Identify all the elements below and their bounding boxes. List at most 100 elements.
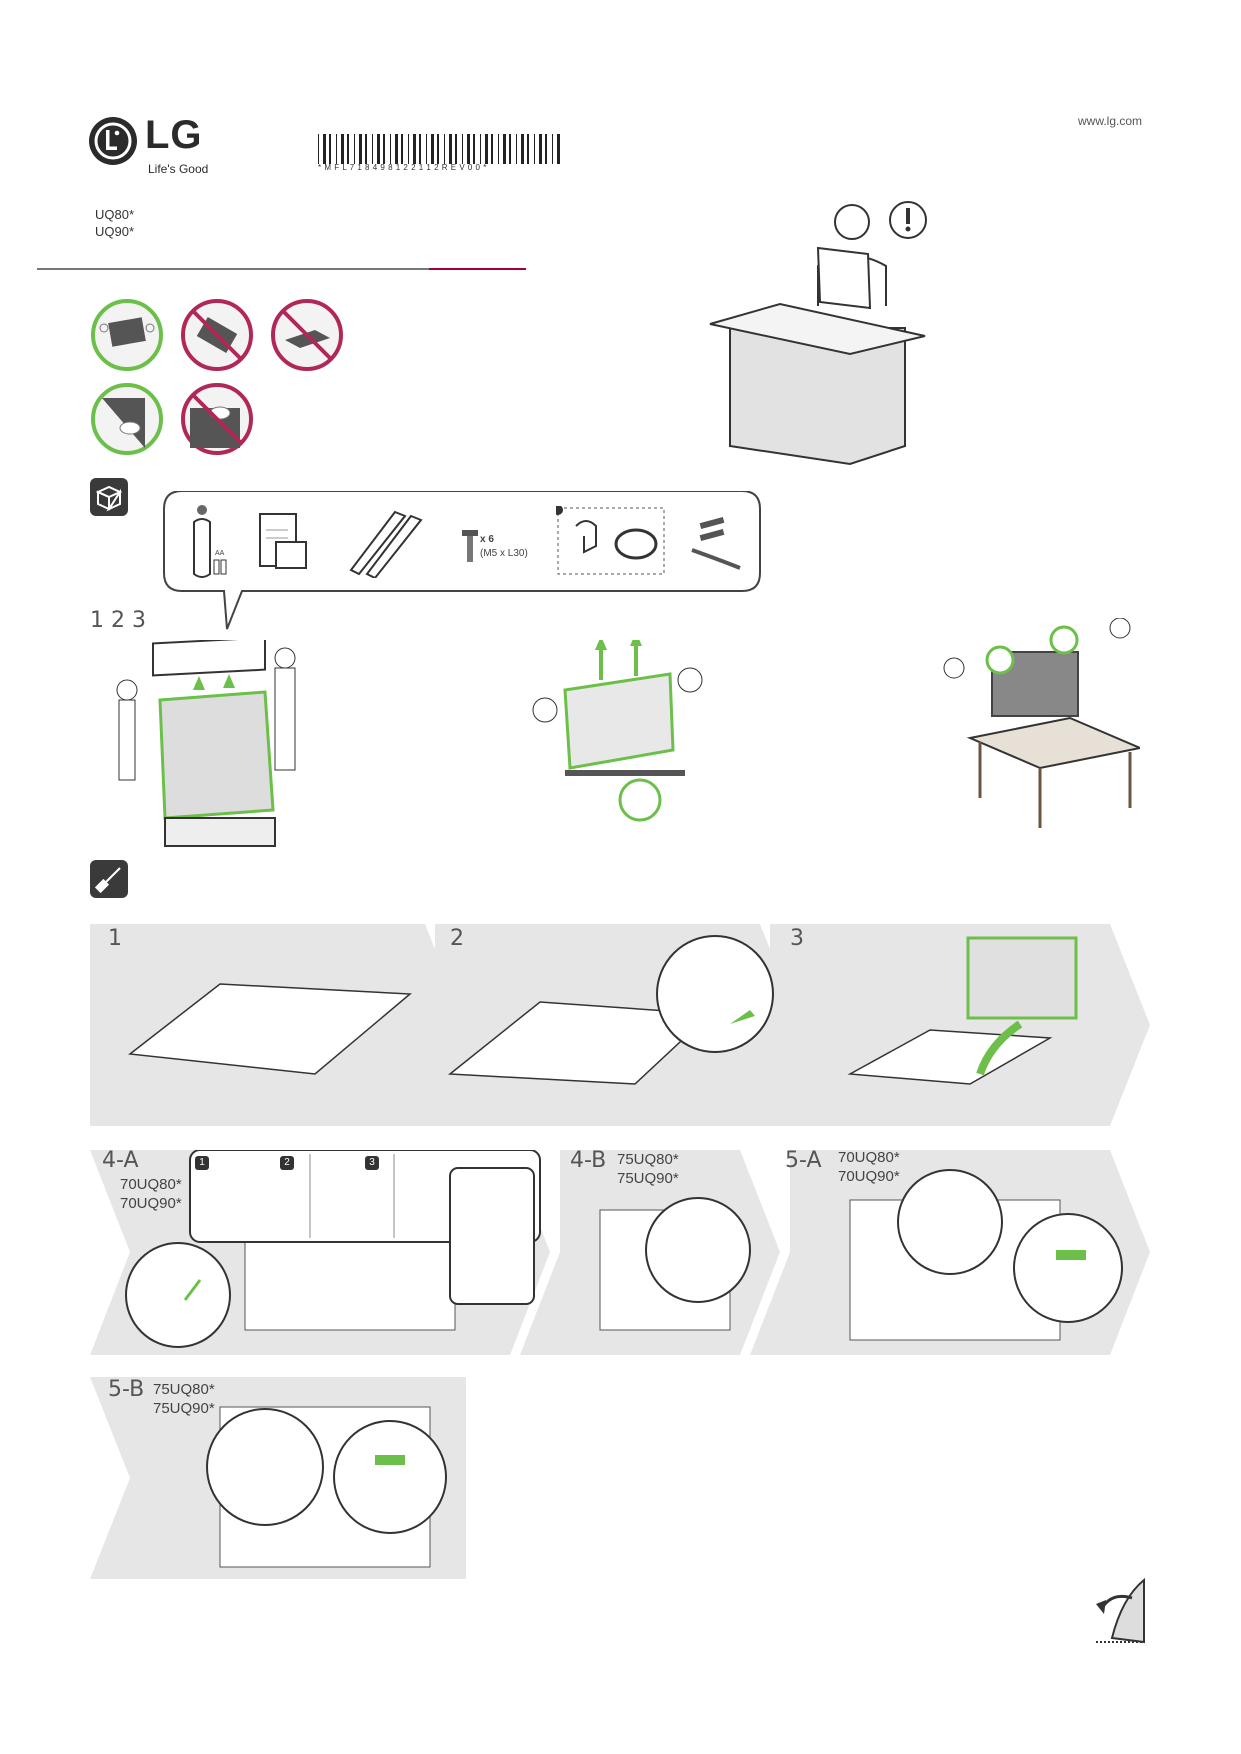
brand-name: LG — [145, 113, 203, 157]
barcode-bar — [395, 134, 398, 164]
barcode-bar — [437, 134, 439, 164]
remote-control-icon — [190, 504, 230, 584]
barcode-bar — [462, 134, 463, 164]
barcode-bar — [449, 134, 452, 164]
unpack-steps-label: 1 2 3 — [90, 608, 146, 633]
barcode-bar — [336, 134, 337, 164]
barcode-bar — [383, 134, 385, 164]
carry-flat-not-ok-icon — [181, 299, 253, 371]
assembly-step-4b-label: 4-B — [570, 1148, 607, 1173]
model-item: UQ80* — [95, 207, 135, 222]
assembly-step-5a-label: 5-A — [785, 1148, 822, 1173]
barcode-bar — [323, 134, 326, 164]
barcode-bar — [534, 134, 535, 164]
barcode-bar — [401, 134, 403, 164]
page-turn-icon — [1092, 1578, 1148, 1644]
model-item: 75UQ80* — [153, 1381, 215, 1398]
model-item: UQ90* — [95, 224, 135, 239]
barcode-bar — [503, 134, 506, 164]
model-list: UQ80* UQ90* — [95, 206, 134, 240]
lg-logo — [88, 116, 228, 176]
cable-ties-icon — [690, 516, 745, 571]
screws-spec: (M5 x L30) — [480, 548, 528, 559]
barcode-bar — [354, 134, 355, 164]
header-divider-accent — [429, 268, 526, 270]
box-contents-icon — [90, 478, 128, 516]
step-4b-models: 75UQ80* 75UQ90* — [617, 1150, 679, 1188]
header-divider — [37, 268, 429, 270]
model-item: 70UQ80* — [838, 1149, 900, 1166]
model-item: 70UQ90* — [120, 1195, 182, 1212]
barcode-bar — [431, 134, 434, 164]
handling-guidelines-icon — [91, 299, 343, 455]
model-item: 70UQ80* — [120, 1176, 182, 1193]
handling-icons — [90, 298, 350, 458]
brand-tagline: Life's Good — [148, 162, 209, 176]
barcode-bar — [426, 134, 427, 164]
lay-flat-not-ok-icon — [271, 299, 343, 371]
assembly-step-1-label: 1 — [108, 926, 122, 951]
barcode-bar — [545, 134, 547, 164]
unpack-illustration-lift-tv — [525, 640, 725, 830]
optional-cable-holders — [556, 506, 666, 576]
assembly-step-2-label: 2 — [450, 926, 464, 951]
barcode-bar — [372, 134, 373, 164]
barcode-bar — [491, 134, 493, 164]
carry-upright-ok-icon — [91, 299, 163, 371]
barcode-bar — [509, 134, 511, 164]
barcode-bar — [408, 134, 409, 164]
barcode-bar — [390, 134, 391, 164]
barcode — [318, 134, 560, 164]
screwdriver-tool-icon — [90, 860, 128, 898]
assembly-row-3 — [90, 1377, 470, 1579]
assembly-step-5b-label: 5-B — [108, 1377, 145, 1402]
barcode-bar — [557, 134, 560, 164]
model-item: 75UQ90* — [153, 1400, 215, 1417]
website-link[interactable]: www.lg.com — [1078, 114, 1143, 128]
barcode-bar — [467, 134, 470, 164]
barcode-bar — [341, 134, 344, 164]
barcode-bar — [527, 134, 529, 164]
sub-step-2-badge: 2 — [280, 1156, 294, 1170]
sub-step-1-badge: 1 — [195, 1156, 209, 1170]
barcode-bar — [516, 134, 517, 164]
barcode-bar — [413, 134, 416, 164]
person-reading-manual-icon — [709, 201, 927, 466]
sub-step-3-badge: 3 — [365, 1156, 379, 1170]
barcode-bar — [473, 134, 475, 164]
barcode-bar — [498, 134, 499, 164]
touch-screen-not-ok-icon — [181, 383, 253, 455]
manual-icon — [258, 512, 308, 572]
barcode-bar — [347, 134, 349, 164]
unpack-illustration-lay-on-table — [940, 618, 1140, 833]
barcode-bar — [365, 134, 367, 164]
barcode-bar — [539, 134, 542, 164]
model-item: 70UQ90* — [838, 1168, 900, 1185]
unpack-illustration-lift-box — [105, 640, 305, 855]
screws-count: x 6 — [480, 534, 494, 545]
batteries-label: AA — [215, 550, 225, 557]
barcode-bar — [455, 134, 457, 164]
read-manual-illustration — [700, 196, 940, 466]
assembly-step-3-label: 3 — [790, 926, 804, 951]
barcode-bar — [485, 134, 488, 164]
lg-logo-icon — [89, 117, 137, 165]
step-5b-models: 75UQ80* 75UQ90* — [153, 1380, 215, 1418]
hold-edge-ok-icon — [91, 383, 163, 455]
barcode-bar — [521, 134, 524, 164]
assembly-row-2 — [90, 1150, 1150, 1355]
barcode-bar — [552, 134, 553, 164]
barcode-bar — [318, 134, 319, 164]
accessories-bubble — [163, 491, 761, 630]
barcode-bar — [444, 134, 445, 164]
barcode-bar — [480, 134, 481, 164]
barcode-bars — [318, 134, 560, 164]
barcode-bar — [419, 134, 421, 164]
barcode-bar — [329, 134, 331, 164]
model-item: 75UQ80* — [617, 1151, 679, 1168]
accessories-callout — [162, 491, 762, 631]
barcode-bar — [377, 134, 380, 164]
assembly-step-4a-label: 4-A — [102, 1148, 139, 1173]
stand-legs-icon — [345, 508, 425, 578]
screw-icon — [460, 528, 480, 564]
